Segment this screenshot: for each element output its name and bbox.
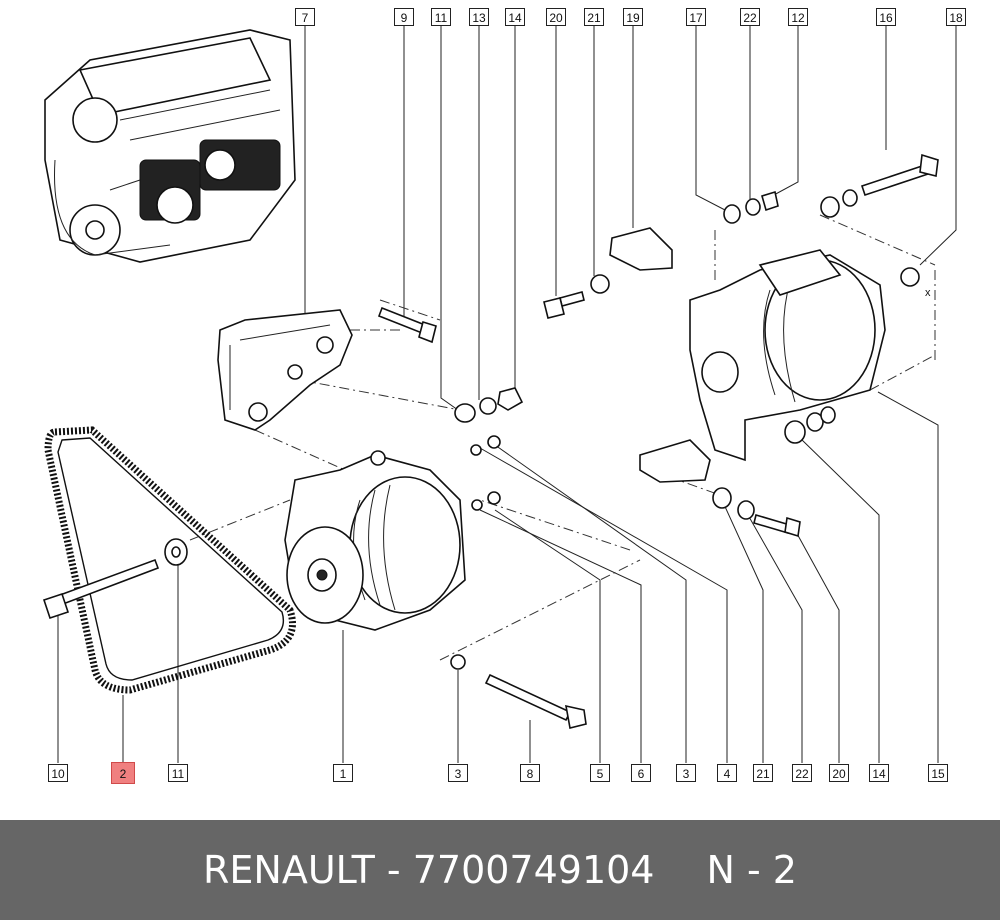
lower-fasteners xyxy=(712,406,836,538)
callout-top-17: 17 xyxy=(686,8,706,26)
brand-name: RENAULT xyxy=(203,848,375,892)
bolt-20 xyxy=(543,274,610,319)
callout-top-13: 13 xyxy=(469,8,489,26)
bracket-19 xyxy=(609,227,673,271)
callout-top-9: 9 xyxy=(394,8,414,26)
callout-bottom-3b: 3 xyxy=(676,764,696,782)
engine-block-illustration xyxy=(44,29,296,263)
callout-bottom-1: 1 xyxy=(333,764,353,782)
callout-bottom-14: 14 xyxy=(869,764,889,782)
bracket-lower xyxy=(639,439,711,483)
callout-top-20: 20 xyxy=(546,8,566,26)
callout-bottom-3a: 3 xyxy=(448,764,468,782)
dimension-x-label: x xyxy=(925,287,931,299)
callout-bottom-21: 21 xyxy=(753,764,773,782)
alternator xyxy=(284,450,466,631)
callout-bottom-6: 6 xyxy=(631,764,651,782)
leader-lines-bottom xyxy=(57,391,939,763)
callout-bottom-20: 20 xyxy=(829,764,849,782)
callout-bottom-11: 11 xyxy=(168,764,188,782)
assembly-dash-lines xyxy=(189,214,936,661)
callout-top-11: 11 xyxy=(431,8,451,26)
callout-top-14: 14 xyxy=(505,8,525,26)
callout-top-22: 22 xyxy=(740,8,760,26)
callout-top-7: 7 xyxy=(295,8,315,26)
leader-lines-top xyxy=(304,26,957,411)
part-number: 7700749104 xyxy=(412,848,655,892)
exploded-parts-diagram: x 7 9 11 13 14 20 21 19 17 22 12 16 18 1… xyxy=(42,8,966,784)
callout-top-21: 21 xyxy=(584,8,604,26)
callout-bottom-8: 8 xyxy=(520,764,540,782)
alternator-bracket xyxy=(217,309,353,431)
callout-bottom-22: 22 xyxy=(792,764,812,782)
drive-belt xyxy=(44,426,296,694)
callout-top-18: 18 xyxy=(946,8,966,26)
diagram-artwork: x xyxy=(42,26,957,763)
callout-top-12: 12 xyxy=(788,8,808,26)
callout-bottom-5: 5 xyxy=(590,764,610,782)
nuts-4-5-6 xyxy=(450,435,501,670)
bolt-8 xyxy=(484,673,587,729)
callout-bottom-15: 15 xyxy=(928,764,948,782)
callout-bottom-2-highlighted[interactable]: 2 xyxy=(111,762,135,784)
callout-bottom-4: 4 xyxy=(717,764,737,782)
part-info-footer: RENAULT - 7700749104 N - 2 xyxy=(0,820,1000,920)
long-bolt-10 xyxy=(42,558,160,620)
callout-top-16: 16 xyxy=(876,8,896,26)
callout-top-19: 19 xyxy=(623,8,643,26)
bolt-16-washers xyxy=(723,153,939,287)
spacer-11 xyxy=(164,538,188,566)
position-label: N - 2 xyxy=(706,848,797,892)
callout-bottom-10: 10 xyxy=(48,764,68,782)
bolt-9 xyxy=(377,306,437,344)
starter-motor xyxy=(689,249,886,462)
washers-11-13-14 xyxy=(454,387,524,423)
brand-separator: - xyxy=(386,848,401,892)
